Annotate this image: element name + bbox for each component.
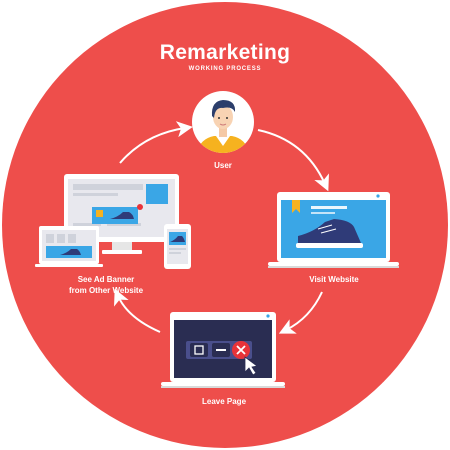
window-controls-icon <box>186 341 252 359</box>
diagram-title: Remarketing <box>159 41 291 64</box>
cursor-icon <box>244 356 258 376</box>
cycle-arrow-icon <box>257 129 329 192</box>
step-label-leave: Leave Page <box>201 397 247 406</box>
shoe-icon <box>296 219 363 248</box>
step-label-user: User <box>214 161 232 170</box>
user-avatar-icon <box>192 91 254 153</box>
laptop-icon <box>35 226 103 267</box>
cycle-arrow-icon <box>119 121 193 164</box>
diagram-subtitle: WORKING PROCESS <box>188 66 262 72</box>
step-label-ad: See Ad Banner from Other Website <box>68 275 144 295</box>
laptop-icon <box>268 192 399 268</box>
laptop-icon <box>161 312 285 388</box>
desktop-monitor-icon <box>64 174 179 254</box>
cycle-arrow-icon <box>278 291 323 334</box>
bookmark-icon <box>292 200 300 213</box>
step-label-visit: Visit Website <box>309 275 359 284</box>
phone-icon <box>164 224 191 269</box>
cycle-arrow-icon <box>114 288 161 333</box>
